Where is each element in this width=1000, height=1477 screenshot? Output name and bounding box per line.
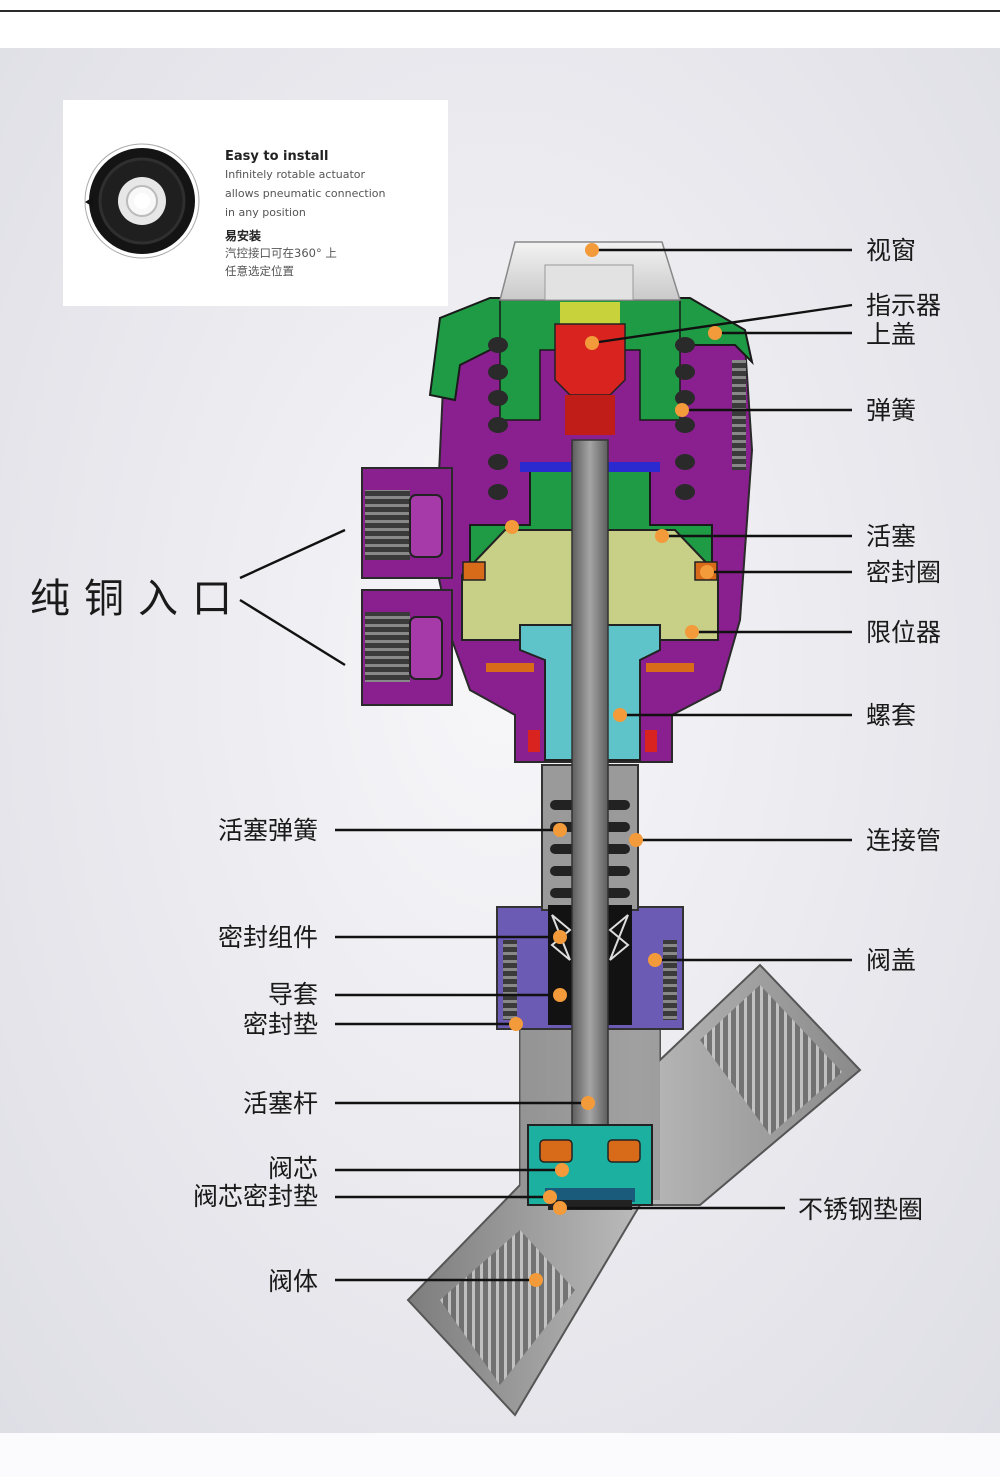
dot-top-cap — [708, 326, 722, 340]
install-desc-cn-2: 任意选定位置 — [225, 264, 294, 278]
install-desc-en-1: Infinitely rotable actuator — [225, 168, 366, 181]
left-leader-lines — [239, 528, 588, 1282]
dot-piston-spring — [553, 823, 567, 837]
dot-gasket — [509, 1017, 523, 1031]
dot-valve-core — [555, 1163, 569, 1177]
dot-connecting-tube — [629, 833, 643, 847]
dot-core-gasket — [543, 1190, 557, 1204]
actuator-top-photo-icon — [84, 143, 200, 259]
dot-limiter — [685, 625, 699, 639]
dot-piston-rod — [581, 1096, 595, 1110]
dot-piston — [655, 529, 669, 543]
install-title-cn: 易安装 — [225, 229, 262, 243]
dot-indicator — [585, 336, 599, 350]
dot-valve-body — [529, 1273, 543, 1287]
label-stainless-washer: 不锈钢垫圈 — [798, 1195, 923, 1224]
piston-rod-shape — [571, 439, 609, 1161]
install-desc-en-2: allows pneumatic connection — [225, 187, 386, 200]
label-sight-glass: 视窗 — [866, 236, 916, 265]
label-copper-inlet: 纯铜入口 — [30, 576, 246, 622]
dot-stainless-washer — [553, 1201, 567, 1215]
indicator-shape — [554, 302, 626, 435]
label-seal-ring: 密封圈 — [866, 558, 941, 587]
install-desc-en-3: in any position — [225, 206, 306, 219]
install-info-card: Easy to install Infinitely rotable actua… — [63, 100, 448, 306]
label-gasket: 密封垫 — [243, 1010, 318, 1039]
dot-spring — [675, 403, 689, 417]
label-indicator: 指示器 — [866, 291, 941, 320]
dot-seal-ring — [700, 565, 714, 579]
label-top-cap: 上盖 — [866, 320, 916, 349]
label-threaded-sleeve: 螺套 — [866, 701, 916, 730]
seal-ring-shape — [462, 561, 486, 581]
install-desc-cn-1: 汽控接口可在360° 上 — [225, 246, 337, 260]
label-valve-core: 阀芯 — [268, 1154, 318, 1183]
label-valve-body: 阀体 — [268, 1267, 318, 1296]
dot-threaded-sleeve — [613, 708, 627, 722]
dot-guide-sleeve — [553, 988, 567, 1002]
label-core-gasket: 阀芯密封垫 — [193, 1182, 318, 1211]
label-piston: 活塞 — [866, 522, 916, 551]
right-leader-lines — [560, 248, 853, 1210]
label-limiter: 限位器 — [866, 618, 941, 647]
dot-seal-assembly — [553, 930, 567, 944]
top-rule — [0, 0, 1000, 12]
label-piston-rod: 活塞杆 — [243, 1089, 318, 1118]
label-guide-sleeve: 导套 — [268, 980, 318, 1009]
install-info-text: Easy to install Infinitely rotable actua… — [225, 148, 440, 280]
dot-bonnet — [648, 953, 662, 967]
install-title-en: Easy to install — [225, 149, 329, 164]
label-connecting-tube: 连接管 — [866, 826, 941, 855]
label-piston-spring: 活塞弹簧 — [218, 816, 318, 845]
callout-dots — [505, 243, 722, 1287]
actuator-spring-shape — [488, 337, 695, 500]
bottom-band — [0, 1433, 1000, 1477]
label-seal-assembly: 密封组件 — [218, 923, 318, 952]
dot-piston-left — [505, 520, 519, 534]
label-spring: 弹簧 — [866, 396, 916, 425]
label-bonnet: 阀盖 — [866, 946, 916, 975]
stainless-washer-shape — [548, 1200, 632, 1210]
dot-sight-glass — [585, 243, 599, 257]
